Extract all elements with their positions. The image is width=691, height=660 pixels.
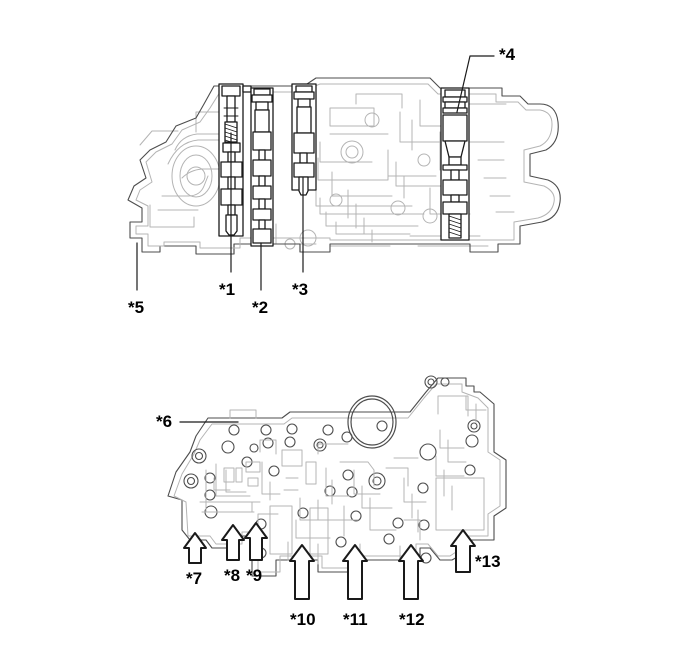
arrow-11 xyxy=(342,544,368,600)
arrow-7 xyxy=(183,532,207,564)
callout-label-1: *1 xyxy=(219,280,236,299)
spool-valve-2 xyxy=(250,87,274,247)
callout-label-10: *10 xyxy=(290,610,316,629)
callout-label-12: *12 xyxy=(399,610,425,629)
callout-label-3: *3 xyxy=(292,280,309,299)
valve-body-outline-upper xyxy=(127,77,561,255)
callout-label-6: *6 xyxy=(156,412,173,431)
hydraulic-passages-upper xyxy=(139,91,515,250)
direction-arrows xyxy=(183,522,476,600)
callout-label-11: *11 xyxy=(343,610,368,629)
callout-label-13: *13 xyxy=(475,552,501,571)
arrow-13 xyxy=(450,529,476,573)
callout-label-8: *8 xyxy=(224,566,241,585)
leader-4 xyxy=(456,55,495,113)
arrow-9 xyxy=(244,522,268,561)
spring-coil-4 xyxy=(448,215,462,237)
leader-lines-upper xyxy=(136,55,495,291)
callout-label-2: *2 xyxy=(252,298,269,317)
spool-valve-4 xyxy=(440,87,470,241)
callout-label-4: *4 xyxy=(499,45,516,64)
arrow-8 xyxy=(221,524,245,561)
arrow-12 xyxy=(398,544,424,600)
valve-body-inner-contour-upper xyxy=(135,83,555,249)
large-bore-opening xyxy=(347,395,397,449)
callout-label-5: *5 xyxy=(128,298,145,317)
callout-label-9: *9 xyxy=(246,566,263,585)
valve-plate-inner-contour-lower xyxy=(173,383,501,573)
spool-valve-3 xyxy=(291,83,317,196)
fluid-passages-lower xyxy=(199,395,487,565)
arrow-10 xyxy=(289,544,315,600)
callout-label-7: *7 xyxy=(186,569,203,588)
